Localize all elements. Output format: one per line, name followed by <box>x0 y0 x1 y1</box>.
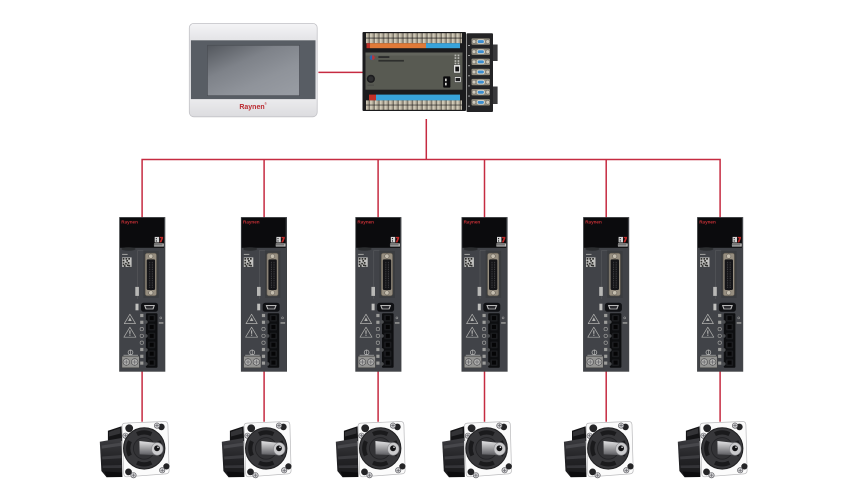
svg-text:Raynen: Raynen <box>239 104 264 111</box>
svg-text:®: ® <box>265 102 268 106</box>
